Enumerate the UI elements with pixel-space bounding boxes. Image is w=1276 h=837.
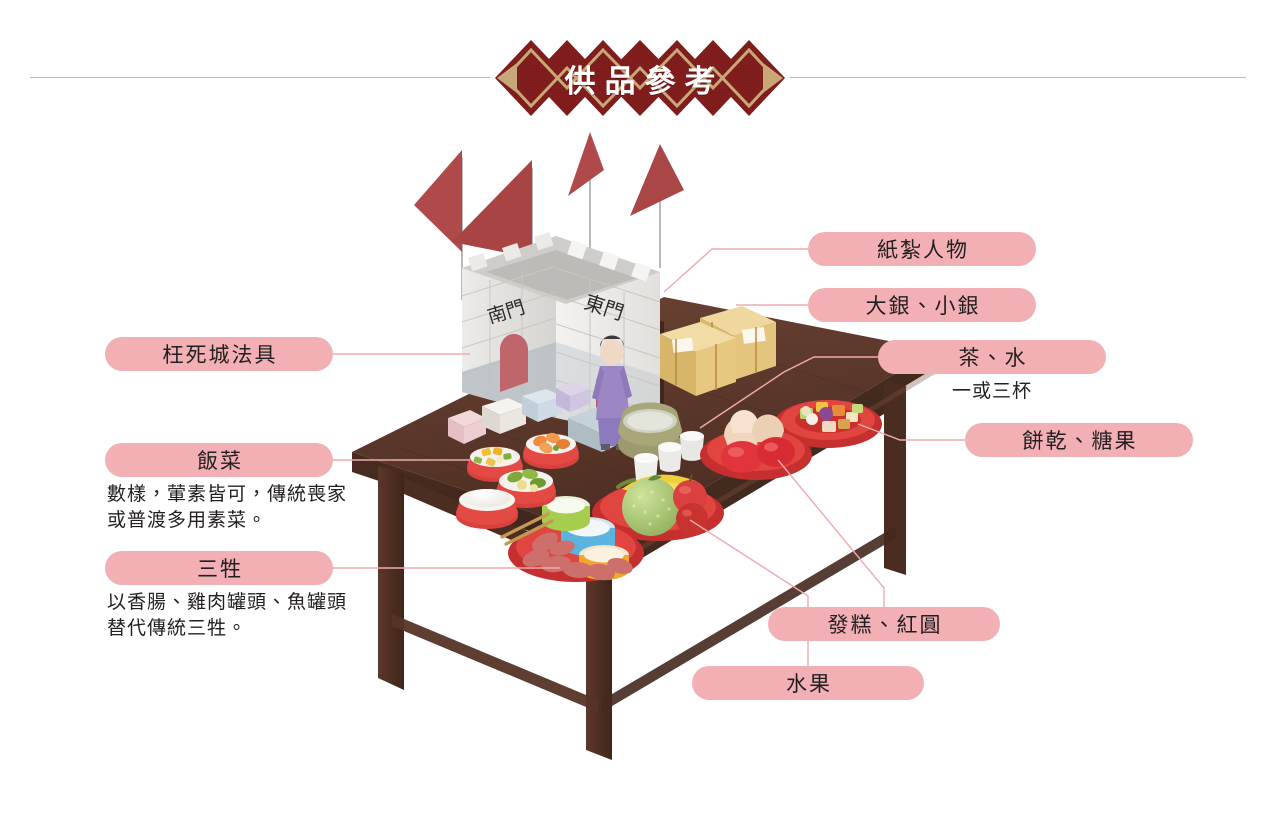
sausages <box>522 532 633 581</box>
header-rule-left <box>30 77 490 78</box>
callout-fagao[interactable]: 發糕、紅圓 <box>768 607 1000 641</box>
header-rule-right <box>790 77 1246 78</box>
callout-fancai-note: 數樣，葷素皆可，傳統喪家或普渡多用素菜。 <box>107 484 348 531</box>
tea-and-water-set <box>618 402 704 483</box>
callout-fancai[interactable]: 飯菜 <box>105 443 333 477</box>
callout-sansheng[interactable]: 三牲 <box>105 551 333 585</box>
callout-tea[interactable]: 茶、水 <box>878 340 1106 374</box>
callout-silver[interactable]: 大銀、小銀 <box>808 288 1036 322</box>
callout-fruit[interactable]: 水果 <box>692 666 924 700</box>
callout-tea-note: 一或三杯 <box>951 381 1032 402</box>
callout-zhizha[interactable]: 紙紮人物 <box>808 232 1036 266</box>
castle-flags <box>414 132 684 300</box>
tea-cups <box>634 431 704 483</box>
rice-and-dishes <box>456 432 579 546</box>
title-banner: 供品參考 <box>495 36 785 120</box>
page-title: 供品參考 <box>564 63 725 100</box>
paper-offering-boxes <box>448 382 590 444</box>
fagao-and-red-cake-plate <box>700 410 812 480</box>
chopsticks <box>500 512 554 546</box>
callout-cookie[interactable]: 餅乾、糖果 <box>965 423 1193 457</box>
callout-wangsi[interactable]: 枉死城法具 <box>105 337 333 371</box>
callout-sansheng-note: 以香腸、雞肉罐頭、魚罐頭替代傳統三牲。 <box>107 592 348 639</box>
